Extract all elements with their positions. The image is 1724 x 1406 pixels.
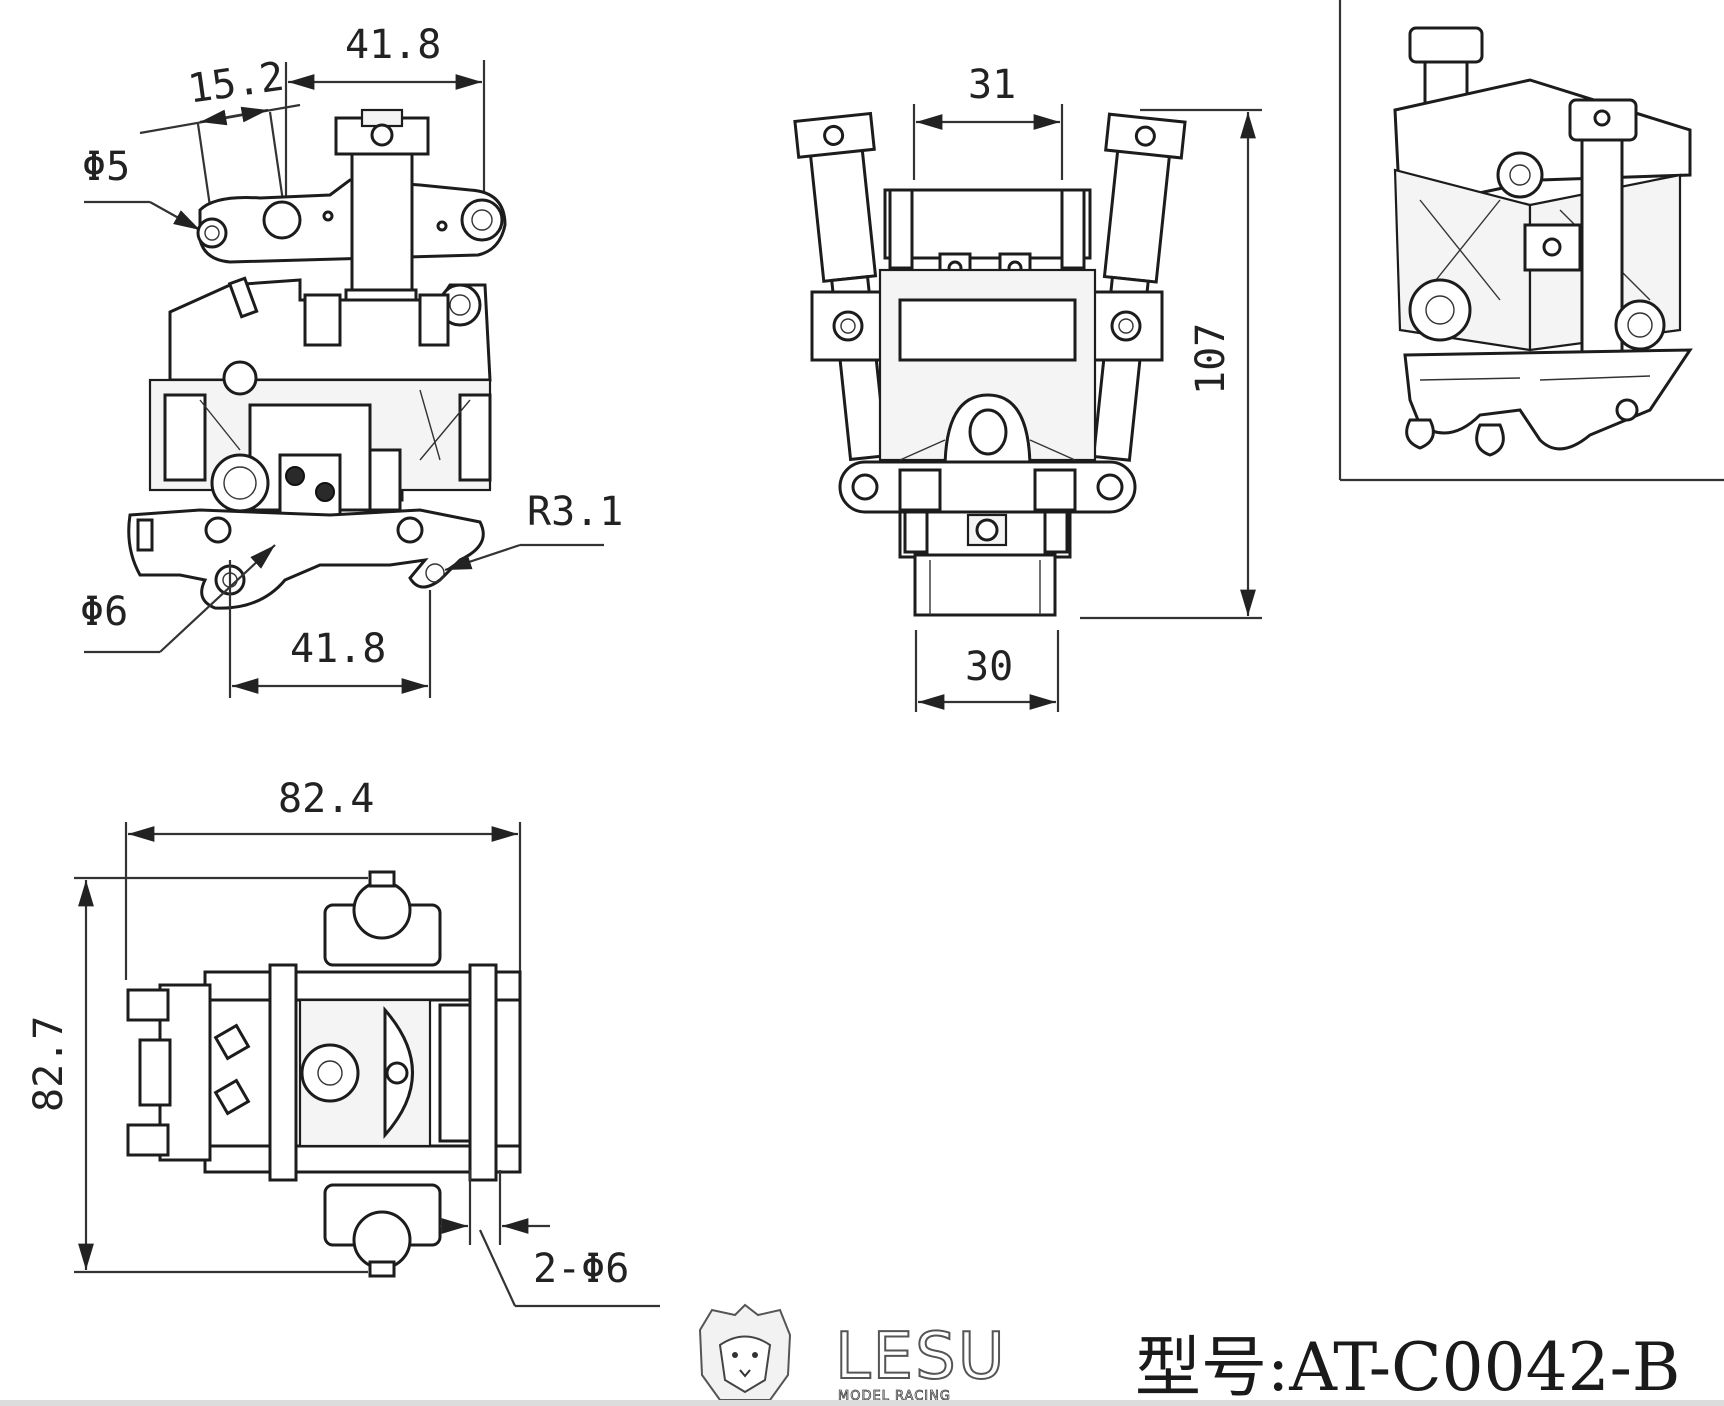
dim-side-bottom-width: 41.8 [290,626,386,672]
dim-side-radius: R3.1 [527,489,623,535]
model-number-label: 型号:AT-C0042-B [1135,1329,1680,1406]
top-view: 82.4 82.7 [26,776,660,1308]
dim-front-top-width: 31 [968,62,1016,108]
front-view: 31 [793,62,1262,712]
bottom-border-strip [0,1400,1724,1406]
dim-top-width: 82.4 [278,776,374,822]
brand-logo-text: LESU [835,1320,1007,1394]
dim-front-bottom-width: 30 [965,644,1013,690]
dim-front-height: 107 [1188,323,1234,395]
dim-top-holes: 2-Φ6 [533,1246,629,1292]
side-view: 41.8 15.2 Φ5 [80,22,623,698]
dim-top-depth: 82.7 [26,1016,72,1112]
isometric-view [1338,0,1724,482]
dim-side-pin-hole: Φ5 [82,144,130,190]
lion-head-icon [698,1303,792,1401]
dim-side-lower-hole: Φ6 [80,589,128,635]
brand-footer: LESU MODEL RACING 型号:AT-C0042-B [698,1303,1680,1406]
dim-side-top-width: 41.8 [345,22,441,68]
dim-side-hole-spacing: 15.2 [185,54,287,113]
